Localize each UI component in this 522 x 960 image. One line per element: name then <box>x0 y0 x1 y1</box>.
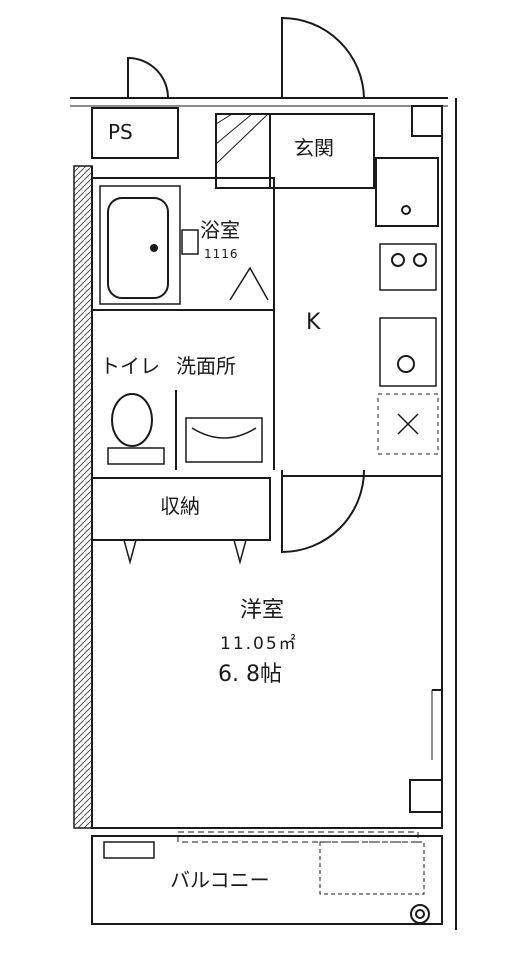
ps-box <box>91 107 179 159</box>
balcony-area <box>91 835 443 925</box>
room-door <box>281 469 365 554</box>
storage-label: 収納 <box>160 494 200 518</box>
balcony-label: バルコニー <box>170 868 270 892</box>
toilet-label: トイレ <box>100 354 160 378</box>
bathtub-drain <box>150 244 158 252</box>
washroom-label: 洗面所 <box>176 354 236 378</box>
burner-1 <box>391 253 405 267</box>
stove <box>379 243 437 291</box>
fridge-dot <box>401 205 411 215</box>
balcony-outlet-inner <box>415 909 425 919</box>
kitchen-sink <box>379 317 437 387</box>
main-wall <box>91 108 443 829</box>
toilet-bowl <box>111 393 153 447</box>
hatched-wall <box>73 165 93 829</box>
ps-label: PS <box>108 120 133 144</box>
balcony-sash <box>177 831 419 843</box>
balcony-drain <box>103 841 155 859</box>
western-tatami-label: 6. 8帖 <box>218 662 282 687</box>
toilet-tank <box>107 447 165 465</box>
sink-drain <box>397 355 415 373</box>
washer-x-mark <box>397 413 419 435</box>
wash-basin-bowl <box>191 427 257 439</box>
ps-door <box>127 56 169 99</box>
column-box <box>409 779 443 813</box>
burner-2 <box>413 253 427 267</box>
western-room-label: 洋室 <box>240 598 285 623</box>
bathtub <box>107 197 169 299</box>
fridge-space <box>375 157 439 227</box>
outdoor-unit <box>319 841 425 895</box>
wash-basin <box>185 417 263 463</box>
kitchen-label: K <box>306 310 321 335</box>
bath-size-label: 1116 <box>204 247 239 261</box>
storage-door-marks <box>123 539 247 565</box>
bath-door-mark <box>229 266 269 301</box>
western-area-label: 11.05㎡ <box>220 634 298 654</box>
bath-label: 浴室 <box>200 218 240 242</box>
bath-frame <box>99 185 181 305</box>
entrance-door <box>281 16 365 99</box>
entrance-label: 玄関 <box>294 136 334 160</box>
bath-mirror <box>181 229 199 255</box>
meter-box <box>411 105 443 137</box>
washer-space <box>377 393 439 455</box>
entrance-step-lines <box>215 113 269 165</box>
storage-box <box>91 477 271 541</box>
balcony-outlet <box>410 904 430 924</box>
entrance-area <box>215 113 375 189</box>
